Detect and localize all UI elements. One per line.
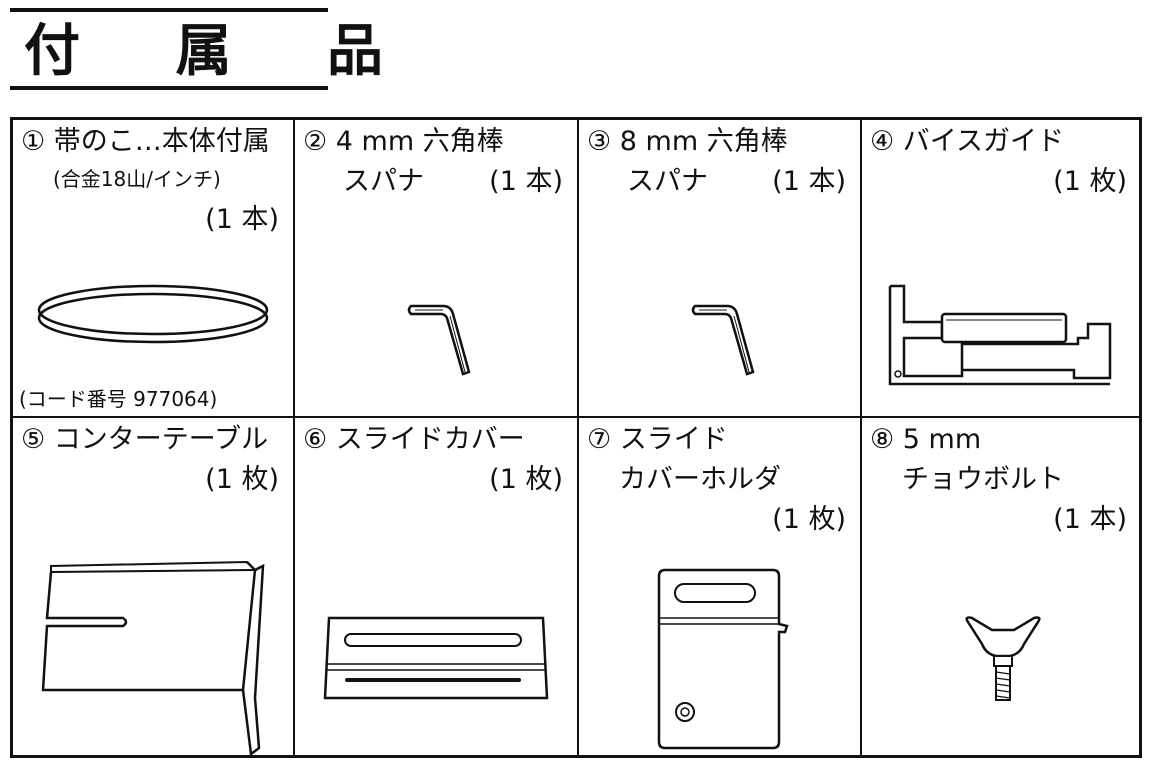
item-name-cont: スパナ [343,166,424,197]
item-quantity: (1 枚) [489,464,563,495]
contour-table-illustration [41,560,265,757]
column-divider [293,120,295,755]
item-quantity: (1 本) [1053,504,1127,535]
wing-bolt-illustration [965,616,1041,701]
item-quantity: (1 本) [489,166,563,197]
item-quantity: (1 枚) [1053,166,1127,197]
item-name: ③ 8 mm 六角棒 [587,126,788,157]
accessories-table: ① 帯のこ…本体付属 (合金18山/インチ) (1 本) (コード番号 9770… [10,117,1142,758]
item-name-cont: スパナ [627,166,708,197]
page-title: 付 属 品 [24,19,421,84]
item-cell-wing-bolt: ⑧ 5 mm チョウボルト (1 本) [862,418,1139,755]
row-divider [13,416,1139,418]
item-cell-slide-cover-holder: ⑦ スライド カバーホルダ (1 枚) [579,418,860,755]
item-quantity: (1 枚) [205,464,279,495]
item-cell-4mm-hex-wrench: ② 4 mm 六角棒 スパナ (1 本) [295,120,577,416]
vise-guide-illustration [888,284,1112,386]
item-cell-contour-table: ⑤ コンターテーブル (1 枚) [13,418,293,757]
title-top-rule [10,8,328,12]
item-name: ⑥ スライドカバー [303,424,525,455]
hex-wrench-illustration [691,304,755,376]
slide-cover-holder-illustration [657,568,789,750]
hex-wrench-illustration [407,304,471,376]
item-cell-8mm-hex-wrench: ③ 8 mm 六角棒 スパナ (1 本) [579,120,860,416]
item-name: ⑧ 5 mm [870,424,982,455]
item-cell-bandsaw-blade: ① 帯のこ…本体付属 (合金18山/インチ) (1 本) (コード番号 9770… [13,120,293,416]
item-name: ② 4 mm 六角棒 [303,126,504,157]
item-quantity: (1 本) [772,166,846,197]
item-quantity: (1 枚) [772,504,846,535]
item-cell-vise-guide: ④ バイスガイド (1 枚) [862,120,1139,416]
column-divider [577,120,579,755]
slide-cover-illustration [323,616,549,700]
item-name: ⑤ コンターテーブル [21,424,269,455]
item-name-cont: チョウボルト [902,464,1064,495]
item-cell-slide-cover: ⑥ スライドカバー (1 枚) [295,418,577,755]
item-name: ⑦ スライド [587,424,728,455]
page-title-block: 付 属 品 [10,8,383,92]
bandsaw-blade-illustration [37,284,269,344]
title-bottom-rule [10,86,328,90]
item-code: (コード番号 977064) [19,387,218,411]
item-spec: (合金18山/インチ) [53,167,221,191]
item-name: ④ バイスガイド [870,126,1064,157]
item-name: ① 帯のこ…本体付属 [21,126,270,157]
item-name-cont: カバーホルダ [619,464,781,495]
column-divider [860,120,862,755]
item-quantity: (1 本) [205,204,279,235]
